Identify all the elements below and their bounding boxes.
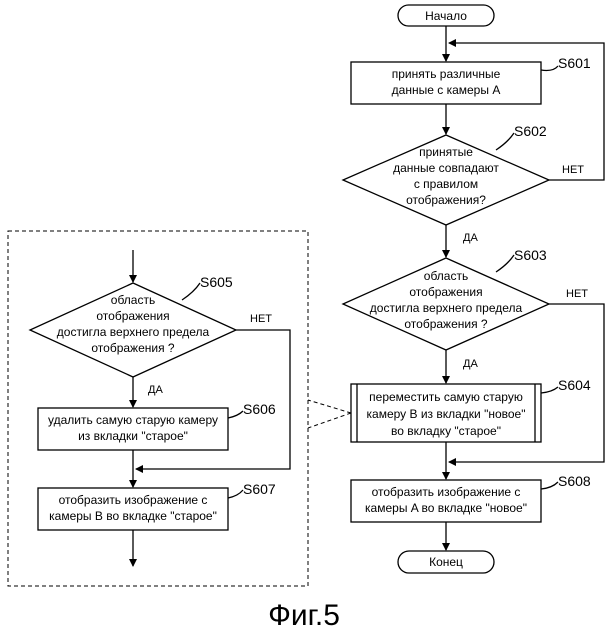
s607-line-1: отобразить изображение с <box>59 493 208 507</box>
s602-no-label: НЕТ <box>562 164 584 176</box>
s606-line-1: удалить самую старую камеру <box>48 413 218 427</box>
s604-line-2: камеру B из вкладки "новое" <box>367 407 526 421</box>
s601-label: S601 <box>558 55 591 71</box>
s608-line-2: камеры A во вкладке "новое" <box>365 501 527 515</box>
s608-line-1: отобразить изображение с <box>372 485 521 499</box>
s605-no-label: НЕТ <box>250 313 272 325</box>
s608-leader <box>541 482 558 489</box>
s604-label: S604 <box>558 377 591 393</box>
s605-line-1: область <box>111 293 155 307</box>
s603-line-4: отображения ? <box>404 317 488 331</box>
decision-s602: принятые данные совпадают с правилом ото… <box>343 123 549 225</box>
s606-label: S606 <box>243 401 276 417</box>
s606-leader <box>228 411 243 418</box>
s604-leader <box>541 387 558 393</box>
decision-s605: область отображения достигла верхнего пр… <box>30 274 236 377</box>
decision-s603: область отображения достигла верхнего пр… <box>343 247 549 350</box>
s601-line-1: принять различные <box>392 67 501 81</box>
detail-leader-bottom <box>308 413 351 428</box>
s605-yes-label: ДА <box>148 384 163 396</box>
s603-line-2: отображения <box>409 285 482 299</box>
s603-line-1: область <box>424 269 468 283</box>
s606-line-2: из вкладки "старое" <box>78 429 188 443</box>
s607-leader <box>228 490 243 498</box>
detail-leader-top <box>308 400 351 413</box>
s603-line-3: достигла верхнего предела <box>370 301 523 315</box>
s602-leader <box>496 133 514 150</box>
s602-line-1: принятые <box>419 145 473 159</box>
s603-yes-label: ДА <box>463 358 478 370</box>
s602-yes-label: ДА <box>463 232 478 244</box>
end-text: Конец <box>429 555 463 569</box>
s608-label: S608 <box>558 473 591 489</box>
s605-label: S605 <box>200 274 233 290</box>
figure-caption: Фиг.5 <box>268 599 340 632</box>
process-s604: переместить самую старую камеру B из вкл… <box>351 377 591 442</box>
s602-line-4: отображения? <box>406 193 486 207</box>
start-terminator: Начало <box>398 5 494 26</box>
s607-label: S607 <box>243 481 276 497</box>
s602-line-3: с правилом <box>414 177 478 191</box>
s607-line-2: камеры B во вкладке "старое" <box>49 509 217 523</box>
s601-line-2: данные с камеры A <box>392 83 501 97</box>
process-s607: отобразить изображение с камеры B во вкл… <box>38 481 276 530</box>
s601-leader <box>541 66 558 71</box>
s605-line-4: отображения ? <box>91 341 175 355</box>
s603-leader <box>496 255 514 272</box>
s604-line-3: во вкладку "старое" <box>391 424 501 438</box>
s604-line-1: переместить самую старую <box>369 390 523 404</box>
s603-label: S603 <box>514 247 547 263</box>
process-s606: удалить самую старую камеру из вкладки "… <box>38 401 276 450</box>
s603-no-label: НЕТ <box>566 288 588 300</box>
s602-label: S602 <box>514 123 547 139</box>
process-s608: отобразить изображение с камеры A во вкл… <box>351 473 591 522</box>
s605-line-2: отображения <box>96 309 169 323</box>
end-terminator: Конец <box>398 551 494 573</box>
process-s601: принять различные данные с камеры A S601 <box>351 55 591 104</box>
s605-leader <box>182 283 200 300</box>
s602-line-2: данные совпадают <box>393 161 499 175</box>
s605-line-3: достигла верхнего предела <box>57 325 210 339</box>
start-text: Начало <box>425 9 467 23</box>
